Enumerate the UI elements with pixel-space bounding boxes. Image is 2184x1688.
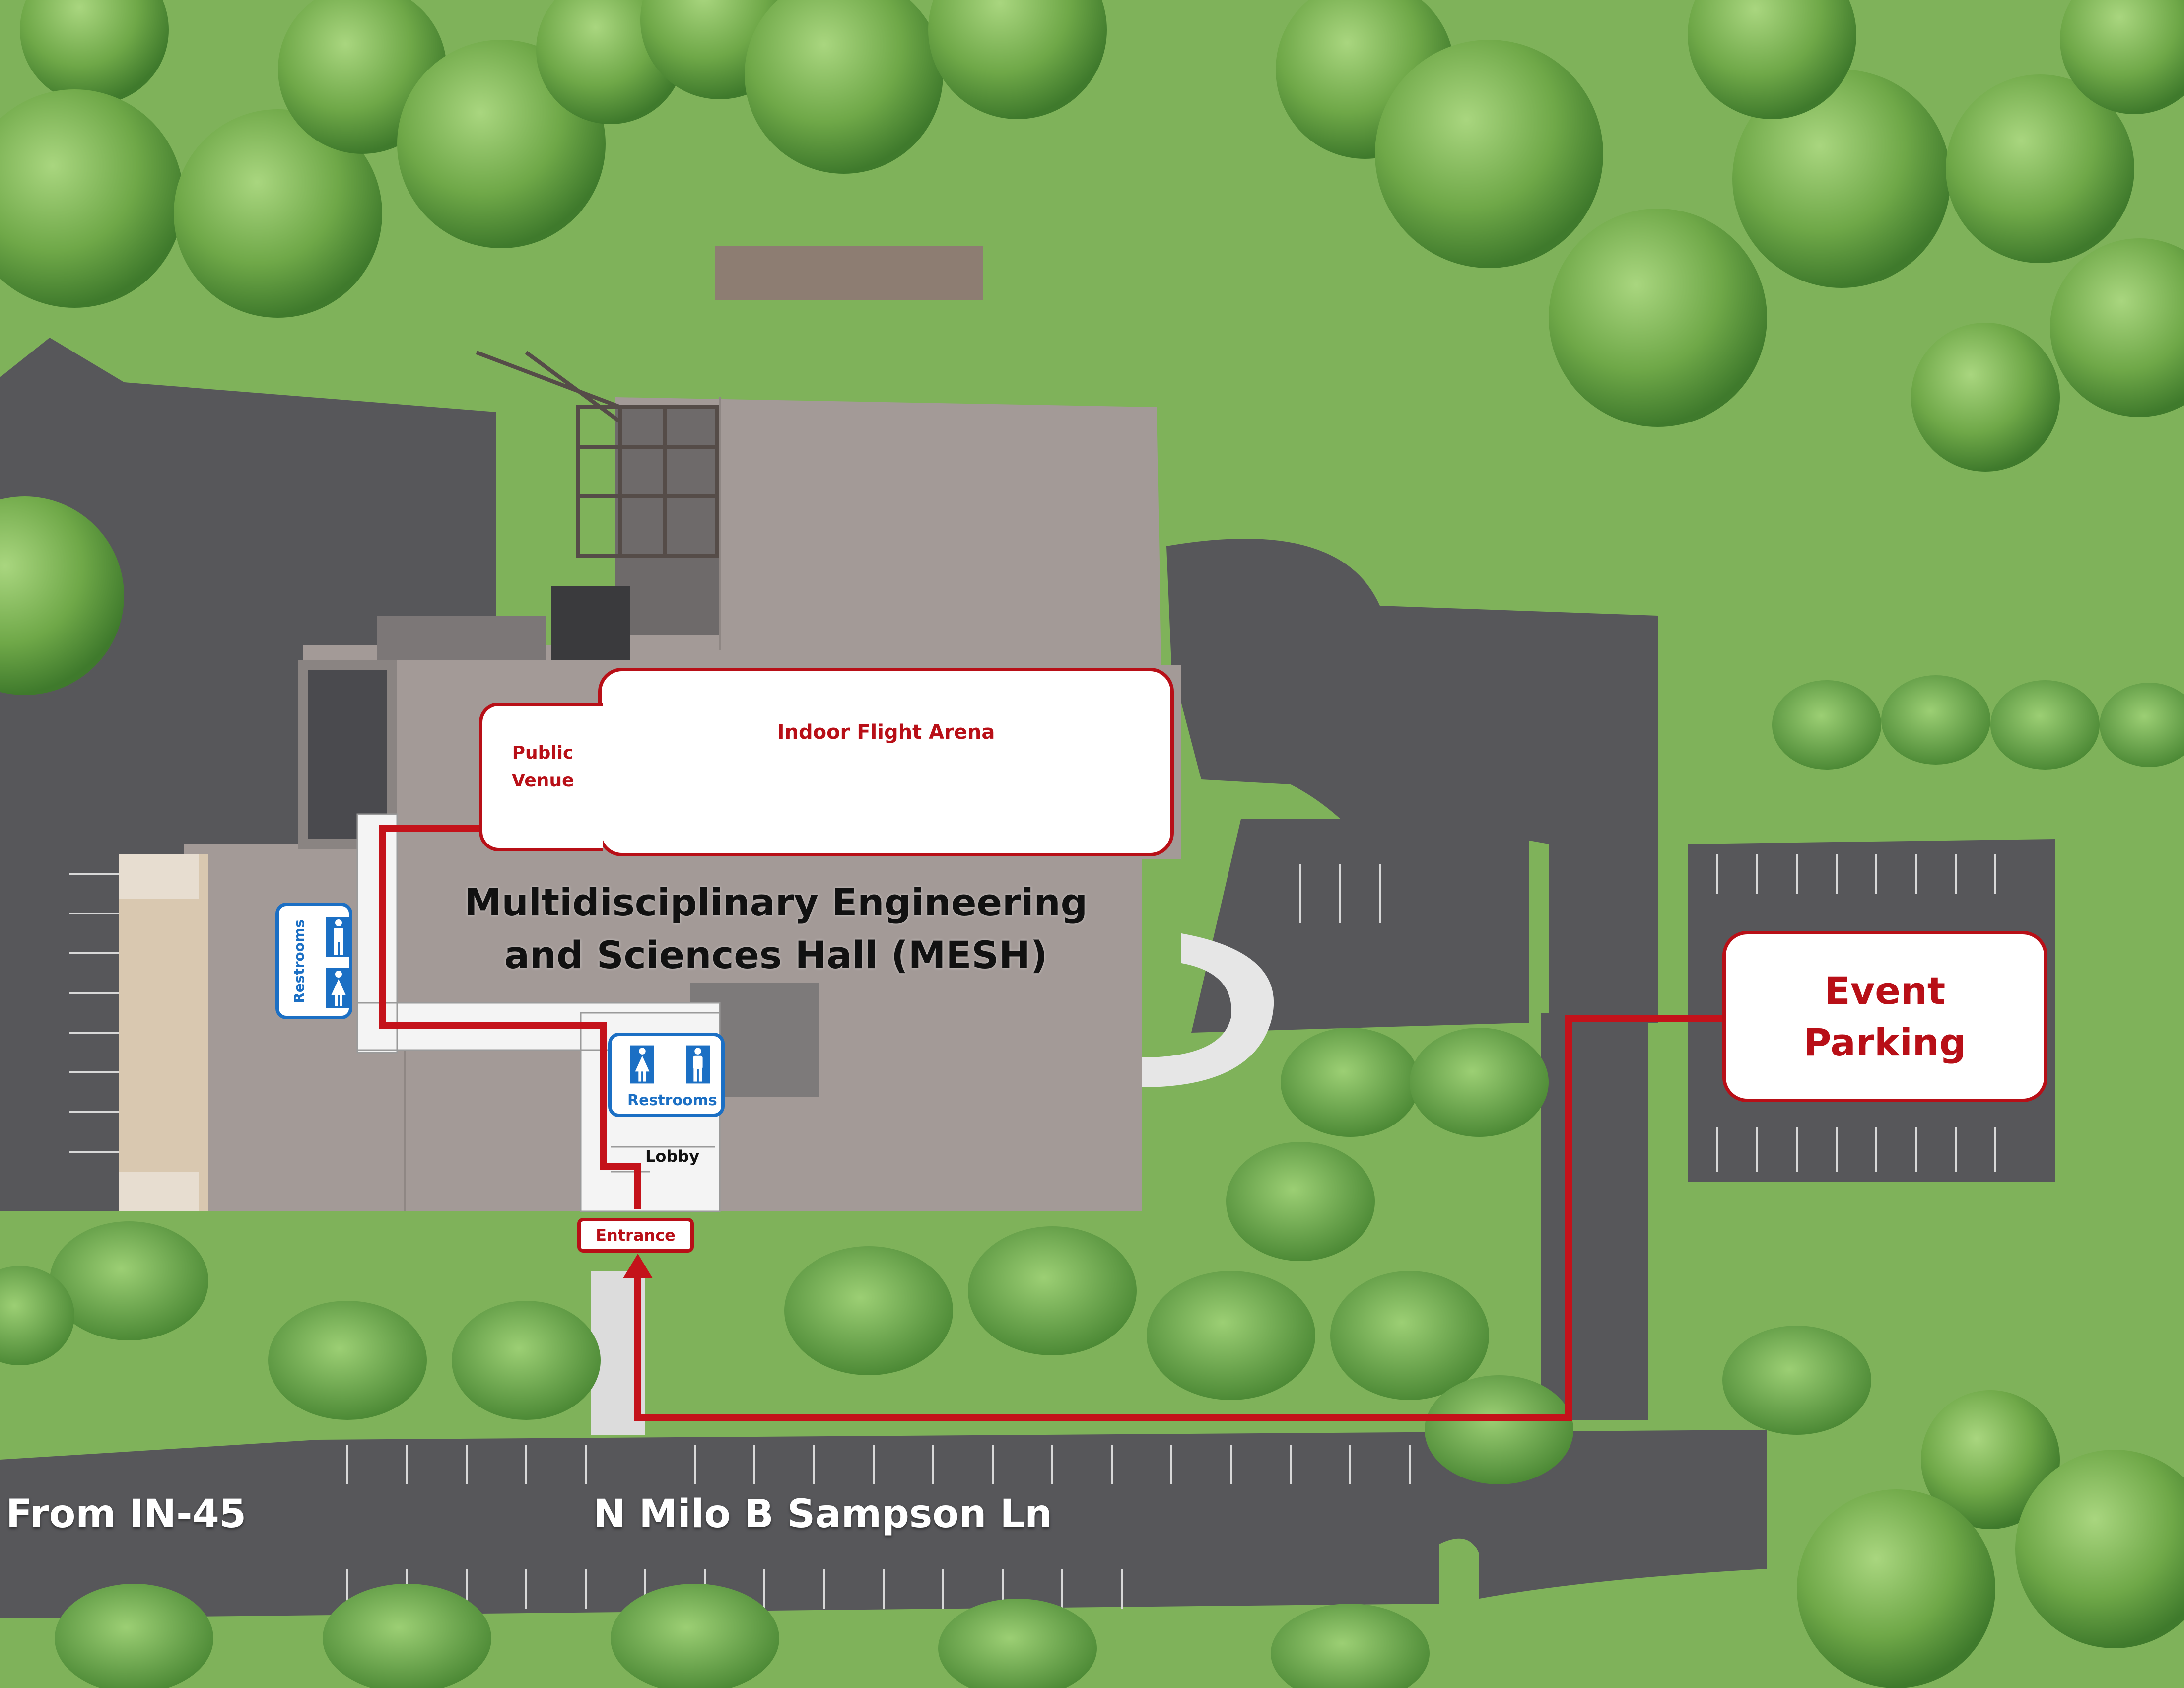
event-parking-label-1: Event: [1824, 968, 1946, 1013]
tree-icon: [174, 109, 382, 318]
from-highway-label: From IN-45: [6, 1492, 246, 1537]
tree-icon: [1549, 209, 1767, 427]
restroom-men-icon: [326, 917, 351, 957]
tree-icon: [1330, 1271, 1489, 1400]
road-label: N Milo B Sampson Ln: [593, 1492, 1052, 1537]
entrance-box[interactable]: Entrance: [577, 1218, 694, 1253]
tree-icon: [2015, 1450, 2184, 1648]
tree-icon: [1732, 70, 1951, 288]
tree-icon: [745, 0, 943, 174]
tree-icon: [1797, 1489, 1995, 1688]
tree-icon: [0, 1266, 74, 1365]
tree-icon: [938, 1599, 1097, 1688]
restrooms-lobby-box[interactable]: Restrooms: [608, 1033, 725, 1117]
public-venue-box: Public Venue: [479, 703, 603, 851]
tree-icon: [928, 0, 1107, 119]
tree-icon: [2060, 0, 2184, 114]
tree-icon: [1425, 1375, 1573, 1484]
tree-icon: [0, 89, 184, 308]
tree-icon: [1911, 323, 2060, 472]
roof-trusses: [476, 351, 719, 558]
tree-icon: [2100, 683, 2184, 767]
building-name: Multidisciplinary Engineering and Scienc…: [464, 876, 1088, 982]
tree-icon: [1772, 680, 1881, 770]
indoor-flight-arena-label: Indoor Flight Arena: [777, 721, 995, 744]
tree-icon: [1281, 1028, 1420, 1137]
tree-icon: [1410, 1028, 1549, 1137]
route-parking-to-entrance: [634, 1015, 1725, 1421]
tree-icon: [1722, 1326, 1871, 1435]
tree-icon: [1990, 680, 2100, 770]
tree-icon: [1271, 1604, 1430, 1688]
tree-icon: [1881, 675, 1990, 765]
building-name-line-1: Multidisciplinary Engineering: [464, 880, 1088, 924]
tree-icon: [1946, 74, 2134, 263]
tree-icon: [1226, 1142, 1375, 1261]
restrooms-lobby-label: Restrooms: [627, 1092, 717, 1109]
tree-icon: [1921, 1390, 2060, 1529]
event-parking-box[interactable]: Event Parking: [1722, 931, 2048, 1102]
tree-icon: [50, 1221, 208, 1340]
tree-icon: [55, 1584, 213, 1688]
public-venue-label-1: Public: [512, 743, 574, 763]
tree-icon: [1375, 40, 1603, 268]
tree-icon: [20, 0, 169, 104]
tree-icon: [968, 1226, 1137, 1355]
lobby-label: Lobby: [645, 1147, 700, 1166]
tree-icon: [452, 1301, 601, 1420]
public-venue-label-2: Venue: [511, 771, 574, 791]
route-arrow-icon: [623, 1254, 653, 1278]
tree-icon: [2050, 238, 2184, 417]
tree-icon: [611, 1584, 779, 1688]
building-name-line-2: and Sciences Hall (MESH): [504, 933, 1048, 977]
restrooms-west-box[interactable]: Restrooms: [275, 903, 352, 1019]
entrance-label: Entrance: [596, 1226, 676, 1245]
storage-shed: [715, 246, 983, 300]
tree-icon: [1147, 1271, 1315, 1400]
tree-icon: [323, 1584, 491, 1688]
tree-icon: [268, 1301, 427, 1420]
restroom-women-icon: [630, 1045, 654, 1084]
restroom-men-icon: [686, 1045, 710, 1084]
event-parking-label-2: Parking: [1803, 1020, 1967, 1064]
restrooms-west-label: Restrooms: [290, 919, 307, 1003]
tree-icon: [0, 496, 124, 695]
restroom-women-icon: [326, 968, 351, 1008]
east-ramp: [1142, 933, 1274, 1087]
indoor-flight-arena-box: Indoor Flight Arena: [598, 668, 1174, 856]
tree-icon: [1688, 0, 1856, 119]
walking-route: [379, 825, 1725, 1421]
tree-icon: [784, 1246, 953, 1375]
route-entrance-to-venue: [379, 825, 641, 1209]
